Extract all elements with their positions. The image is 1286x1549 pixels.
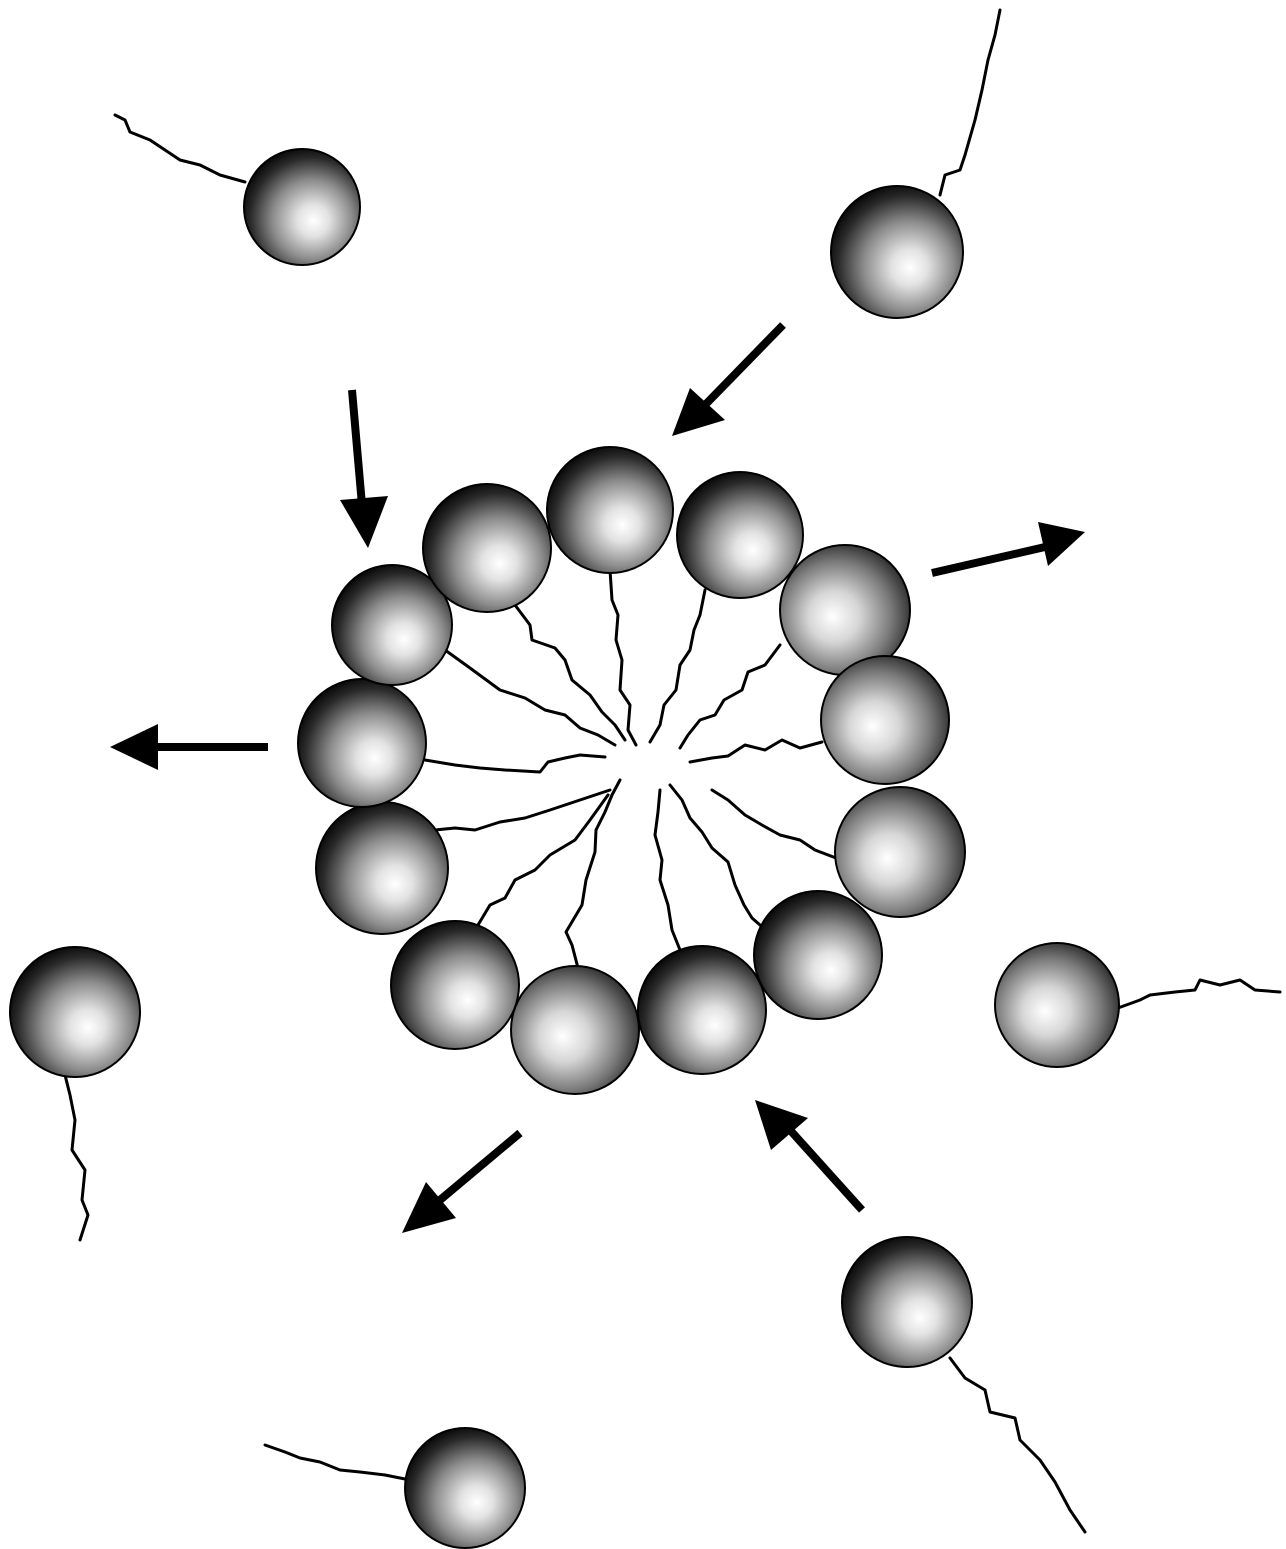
micelle-head-9 <box>391 921 519 1049</box>
free-surfactant-6 <box>265 1428 525 1548</box>
free-head-1 <box>244 149 360 265</box>
micelle-head-4 <box>821 656 949 784</box>
micelle-tail-10 <box>435 790 610 830</box>
free-tail-5 <box>950 1358 1085 1532</box>
micelle-tail-12 <box>445 650 615 745</box>
free-head-4 <box>10 947 140 1077</box>
free-head-6 <box>405 1428 525 1548</box>
micelle-head-11 <box>298 679 426 807</box>
free-tail-2 <box>940 10 1000 195</box>
arrow-outward-left <box>110 724 268 770</box>
arrow-outward-right <box>932 522 1085 573</box>
arrow-inward-top-right <box>672 325 783 436</box>
micelle-tail-2 <box>650 590 705 742</box>
micelle-tail-6 <box>670 785 768 932</box>
arrow-inward-top-left <box>340 390 388 548</box>
micelle-tail-7 <box>655 790 680 950</box>
free-surfactant-4 <box>10 947 140 1240</box>
free-surfactant-5 <box>842 1237 1085 1532</box>
micelle-tail-5 <box>712 790 836 858</box>
micelle-head-5 <box>835 787 965 917</box>
micelle-tail-3 <box>680 645 780 748</box>
micelle-head-8 <box>511 966 639 1094</box>
free-head-2 <box>831 186 963 318</box>
free-head-5 <box>842 1237 972 1367</box>
micelle-head-6 <box>754 891 882 1019</box>
micelle-tail-8 <box>566 780 620 968</box>
micelle-head-7 <box>638 946 766 1074</box>
micelle-head-10 <box>316 802 448 934</box>
arrow-inward-bottom-right <box>755 1100 862 1210</box>
micelle-head-13 <box>423 484 551 612</box>
free-surfactant-2 <box>831 10 1000 318</box>
free-surfactant-1 <box>115 115 360 265</box>
free-tail-1 <box>115 115 245 182</box>
micelle-tail-4 <box>690 740 822 762</box>
micelle-head-1 <box>547 447 673 573</box>
micelle-tail-11 <box>425 755 605 772</box>
free-tail-4 <box>65 1075 88 1240</box>
micelle-heads <box>298 447 965 1094</box>
free-tail-3 <box>1118 980 1280 1008</box>
arrow-outward-bottom-left <box>402 1133 520 1233</box>
micelle-tail-1 <box>610 570 636 745</box>
free-head-3 <box>995 943 1119 1067</box>
micelle-head-2 <box>677 472 803 598</box>
free-surfactant-3 <box>995 943 1280 1067</box>
free-tail-6 <box>265 1445 410 1480</box>
micelle-tail-9 <box>478 795 608 925</box>
